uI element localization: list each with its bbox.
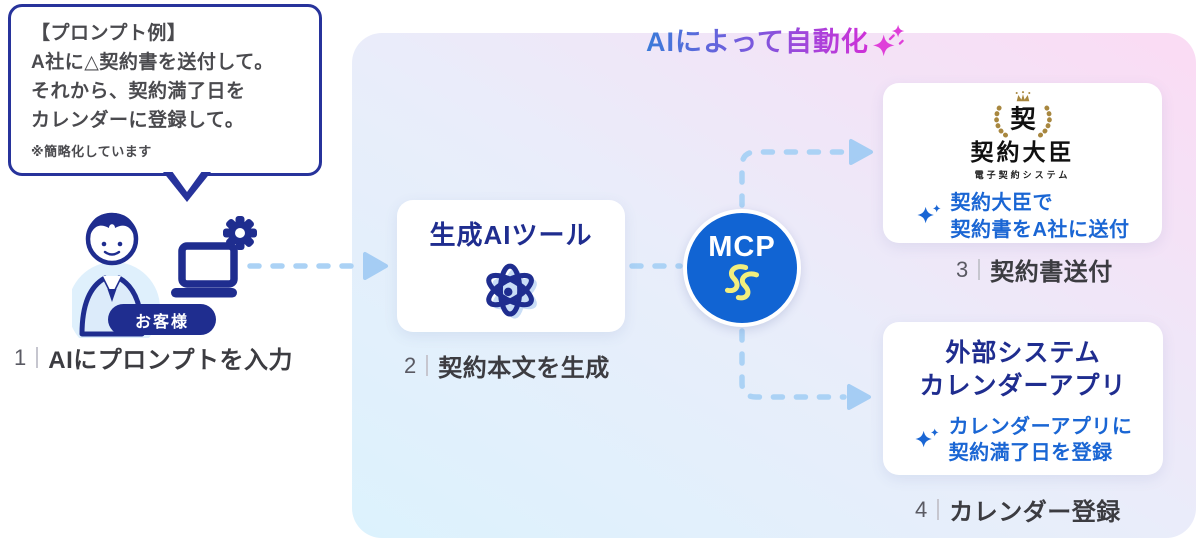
bubble-heading: 【プロンプト例】 [31, 23, 187, 44]
sparkles-icon [872, 24, 905, 56]
bubble-line: それから、契約満了日を [31, 80, 246, 102]
step-divider [978, 259, 981, 280]
step-number: 4 [915, 496, 928, 522]
sparkle-icon [916, 204, 941, 224]
bubble-note: ※簡略化しています [31, 143, 152, 159]
contract-brand-name: 契約大臣 [970, 138, 1075, 165]
contract-action: 契約大臣で 契約書をA社に送付 [916, 190, 1130, 243]
step-divider [937, 499, 940, 520]
gen-ai-tool-card: 生成AIツール [397, 200, 625, 332]
contract-daijin-card: 契 契約大臣 電子契約システム 契約大臣で 契約書をA社に送付 [883, 83, 1162, 243]
customer-badge: お客様 [108, 304, 216, 335]
automation-title: AIによって自動化 [646, 20, 908, 59]
laurel-crown-emblem-icon: 契 [993, 91, 1052, 138]
step-text: AIにプロンプトを入力 [48, 347, 294, 374]
contract-logo-mark: 契 [1010, 105, 1036, 133]
contract-action-line: 契約大臣で [950, 192, 1054, 215]
gear-icon [223, 216, 257, 250]
step-3-label: 3 契約書送付 [956, 252, 1113, 287]
contract-brand-subtitle: 電子契約システム [974, 170, 1071, 181]
step-divider [426, 355, 429, 376]
step-1-label: 1 AIにプロンプトを入力 [14, 340, 293, 375]
step-4-label: 4 カレンダー登録 [915, 492, 1121, 527]
prompt-example-bubble: 【プロンプト例】 A社に△契約書を送付して。 それから、契約満了日を カレンダー… [8, 4, 322, 176]
step-number: 2 [404, 352, 417, 378]
mcp-label: MCP [708, 231, 776, 263]
mcp-squiggle-icon [724, 264, 760, 301]
step-divider [36, 347, 39, 368]
calendar-card-title-line: カレンダーアプリ [919, 372, 1127, 400]
calendar-app-card: 外部システム カレンダーアプリ カレンダーアプリに 契約満了日を登録 [883, 322, 1163, 475]
step-2-label: 2 契約本文を生成 [404, 348, 610, 383]
contract-action-line: 契約書をA社に送付 [950, 218, 1130, 241]
step-number: 3 [956, 256, 969, 282]
calendar-action: カレンダーアプリに 契約満了日を登録 [914, 414, 1133, 467]
step-text: カレンダー登録 [949, 499, 1121, 526]
calendar-action-line: 契約満了日を登録 [948, 442, 1113, 465]
bubble-line: A社に△契約書を送付して。 [31, 51, 274, 73]
sparkle-icon [915, 428, 939, 448]
gen-ai-tool-title: 生成AIツール [429, 220, 593, 250]
laptop-icon [171, 242, 238, 298]
step-number: 1 [14, 344, 27, 370]
step-text: 契約書送付 [990, 259, 1113, 286]
speech-bubble-tail-fill [169, 167, 205, 192]
calendar-action-line: カレンダーアプリに [948, 416, 1133, 438]
step-text: 契約本文を生成 [438, 355, 610, 382]
mcp-node: MCP [683, 209, 801, 327]
atom-icon [486, 263, 537, 319]
bubble-line: カレンダーに登録して。 [31, 109, 245, 131]
automation-title-text: AIによって自動化 [646, 20, 869, 59]
calendar-card-title-line: 外部システム [945, 339, 1101, 367]
